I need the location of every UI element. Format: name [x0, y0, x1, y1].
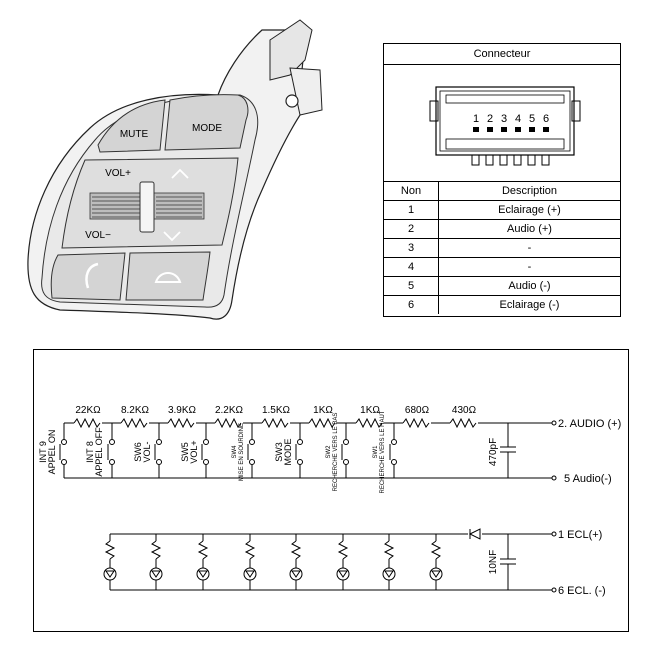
steering-switch-illustration: MUTE MODE VOL+ VOL−: [27, 19, 323, 320]
switch-labels: INT 9 APPEL ON INT 8 APPEL OFF SW6 VOL- …: [38, 410, 386, 493]
pin-cell: 3: [384, 238, 439, 258]
pin-column-header: Non: [384, 182, 439, 201]
mode-label: MODE: [192, 123, 222, 134]
pin-number-1: 1: [473, 113, 479, 125]
protection-diode: [468, 528, 481, 540]
switch-id-label: SW4: [232, 445, 238, 459]
description-column-header: Description: [438, 182, 620, 201]
resistor-label: 1KΩ: [360, 405, 380, 416]
terminal-audio-minus: 5 Audio(-): [564, 473, 612, 485]
connector-panel: Connecteur 1 2 3 4 5 6 Non Description 1: [383, 43, 621, 317]
terminal-ecl-plus: 1 ECL(+): [558, 529, 602, 541]
audio-capacitor: [500, 423, 516, 478]
table-row: 4 -: [384, 257, 620, 277]
description-cell: -: [438, 257, 620, 277]
pin-number-6: 6: [543, 113, 549, 125]
pin-number-2: 2: [487, 113, 493, 125]
pin-number-4: 4: [515, 113, 521, 125]
resistor-label: 3.9KΩ: [168, 405, 197, 416]
pin-cell: 2: [384, 219, 439, 239]
switch-id-label: SW1: [373, 445, 379, 459]
mode-button[interactable]: [164, 94, 249, 151]
switch-id-label: SW5: [180, 442, 190, 462]
switch-name-label: MISE EN SOURDINE: [239, 423, 245, 481]
switch-id-label: SW6: [133, 442, 143, 462]
resistor-label: 22KΩ: [75, 405, 101, 416]
description-cell: Eclairage (-): [438, 295, 620, 314]
switch-id-label: INT 9: [38, 441, 48, 463]
switch-name-label: VOL+: [189, 440, 199, 463]
table-row: 6 Eclairage (-): [384, 295, 620, 314]
table-row: 5 Audio (-): [384, 276, 620, 296]
switch-name-label: VOL-: [142, 441, 152, 462]
table-row: 3 -: [384, 238, 620, 258]
pin-number-5: 5: [529, 113, 535, 125]
end-call-button[interactable]: [125, 251, 211, 301]
connector-drawing: 1 2 3 4 5 6: [384, 86, 620, 182]
switch-name-label: RECHERCHE VERS LE HAUT: [380, 410, 386, 493]
seek-up-icon[interactable]: [171, 168, 189, 179]
mute-label: MUTE: [120, 129, 149, 140]
terminal-ecl-minus: 6 ECL. (-): [558, 585, 606, 597]
description-cell: -: [438, 238, 620, 258]
resistor-label: 1KΩ: [313, 405, 333, 416]
table-row: 1 Eclairage (+): [384, 200, 620, 220]
table-row: 2 Audio (+): [384, 219, 620, 239]
capacitor-label-470pf: 470pF: [488, 438, 499, 466]
vol-up-label: VOL+: [105, 168, 131, 179]
description-cell: Audio (-): [438, 276, 620, 296]
resistor-label: 8.2KΩ: [121, 405, 150, 416]
circuit-schematic: 22KΩ 8.2KΩ 3.9KΩ 2.2KΩ 1.5KΩ 1KΩ 1KΩ 680…: [33, 349, 629, 632]
resistor-label: 2.2KΩ: [215, 405, 244, 416]
pin-cell: 1: [384, 200, 439, 220]
led-branches: [103, 534, 443, 590]
pin-cell: 6: [384, 295, 439, 314]
resistor-label: 430Ω: [452, 405, 477, 416]
connector-title: Connecteur: [384, 44, 620, 65]
terminal-audio-plus: 2. AUDIO (+): [558, 418, 621, 430]
switch-name-label: RECHERCHE VERS LE BAS: [333, 413, 339, 492]
pin-cell: 4: [384, 257, 439, 277]
series-resistors: [73, 417, 478, 429]
phone-call-icon: [85, 262, 99, 289]
description-cell: Audio (+): [438, 219, 620, 239]
mute-button[interactable]: [97, 99, 166, 153]
resistor-label: 680Ω: [405, 405, 430, 416]
vol-down-label: VOL−: [85, 230, 111, 241]
call-button[interactable]: [50, 252, 126, 301]
resistor-label: 1.5KΩ: [262, 405, 291, 416]
switch-branches: [59, 423, 397, 478]
volume-slider-knob[interactable]: [139, 181, 155, 233]
switch-name-label: APPEL OFF: [94, 427, 104, 477]
switch-id-label: SW2: [326, 445, 332, 459]
table-header-row: Non Description: [384, 182, 620, 201]
switch-id-label: INT 8: [85, 441, 95, 463]
pin-number-3: 3: [501, 113, 507, 125]
hang-up-icon: [154, 272, 182, 283]
ecl-capacitor: [500, 534, 516, 590]
pin-cell: 5: [384, 276, 439, 296]
capacitor-label-10nf: 10NF: [488, 550, 499, 574]
switch-name-label: APPEL ON: [47, 430, 57, 475]
seek-down-icon[interactable]: [163, 231, 181, 242]
switch-id-label: SW3: [274, 442, 284, 462]
description-cell: Eclairage (+): [438, 200, 620, 220]
pin-description-table: Non Description 1 Eclairage (+) 2 Audio …: [384, 182, 620, 314]
switch-name-label: MODE: [283, 439, 293, 466]
